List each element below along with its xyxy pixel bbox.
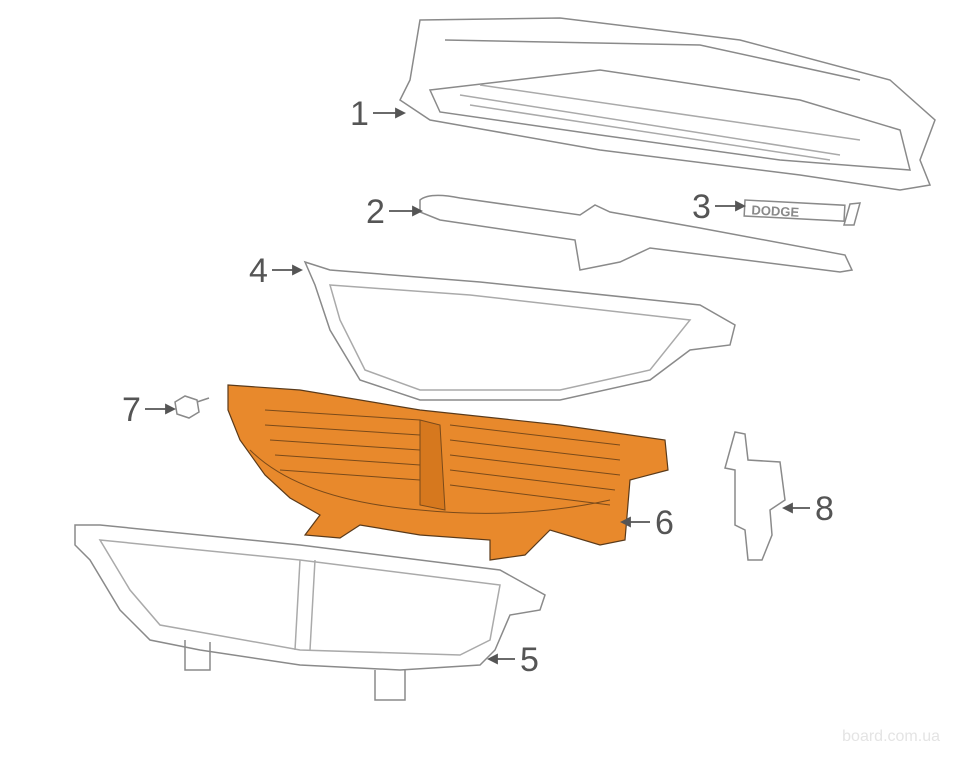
callout-1: 1 [350,95,369,133]
callout-2: 2 [366,193,385,231]
callout-6: 6 [655,504,674,542]
part-grille [399,17,936,191]
part-nameplate: DODGE [743,199,862,226]
callout-4: 4 [249,252,268,290]
callout-8: 8 [815,490,834,528]
callout-3: 3 [692,188,711,226]
part-actuator [724,431,786,561]
part-bolt [174,395,210,419]
part-support-bracket [74,524,546,701]
part-upper-molding [419,194,854,273]
callout-7: 7 [122,391,141,429]
callout-5: 5 [520,641,539,679]
part-active-shutter [227,384,669,561]
leader-arrows [145,107,810,665]
watermark: board.com.ua [842,728,940,745]
badge-text: DODGE [751,202,800,219]
part-lower-grille [303,260,736,401]
